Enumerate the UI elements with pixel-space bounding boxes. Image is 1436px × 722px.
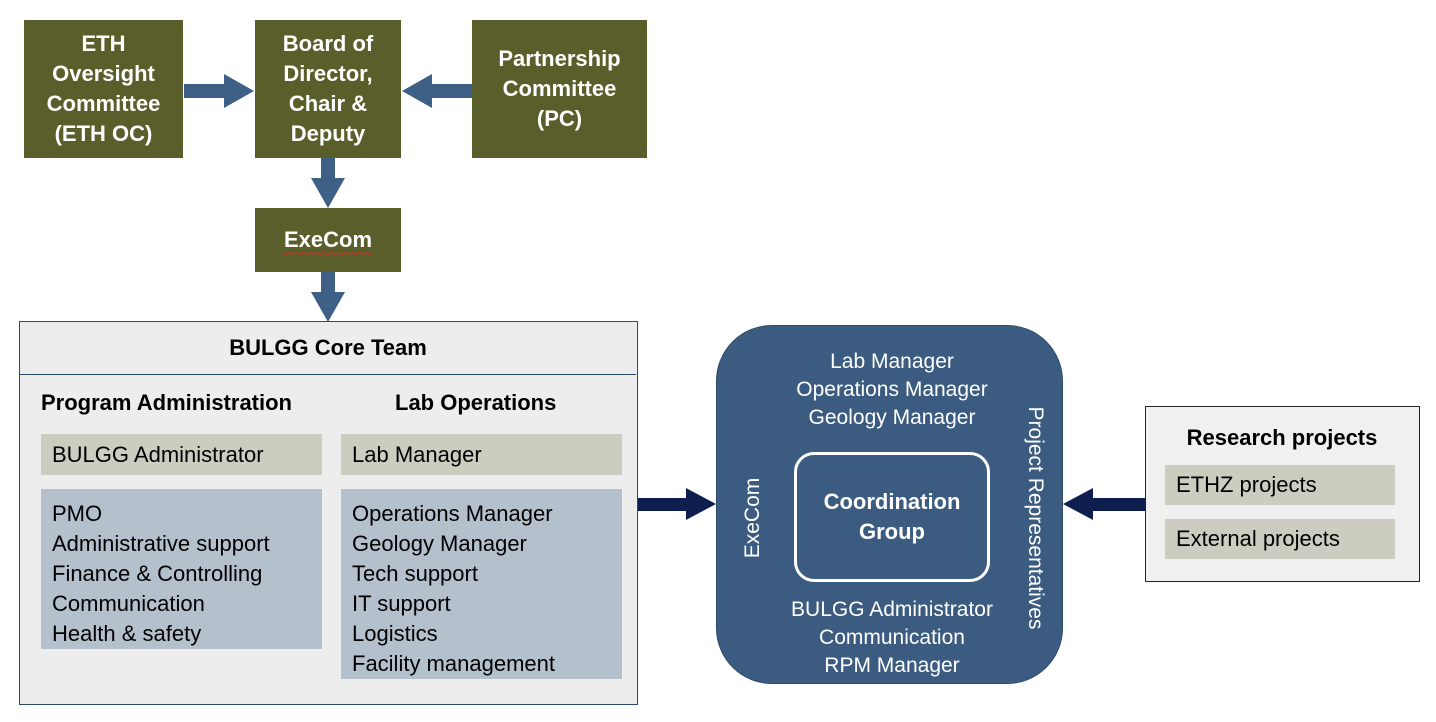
member-label: Lab Manager	[830, 350, 954, 373]
external-projects-box: External projects	[1165, 519, 1395, 559]
coordination-group-panel: Lab Manager Operations Manager Geology M…	[716, 325, 1063, 684]
list-item: Tech support	[352, 561, 478, 586]
core-team-panel: BULGG Core Team Program Administration L…	[19, 321, 638, 705]
execom-side-label: ExeCom	[741, 477, 764, 559]
arrow-execom-to-core	[311, 272, 345, 322]
eth-oversight-committee-box: ETH Oversight Committee (ETH OC)	[24, 20, 183, 158]
member-label: Geology Manager	[808, 406, 976, 429]
list-item: Finance & Controlling	[52, 561, 263, 586]
external-projects-label: External projects	[1176, 526, 1340, 551]
ethz-projects-label: ETHZ projects	[1176, 472, 1317, 497]
list-item: Operations Manager	[352, 501, 553, 526]
lab-operations-list: Operations Manager Geology Manager Tech …	[341, 489, 622, 679]
list-item: Geology Manager	[352, 531, 527, 556]
research-projects-title: Research projects	[1186, 425, 1378, 450]
list-item: PMO	[52, 501, 103, 526]
list-item: Communication	[52, 591, 205, 616]
lab-operations-heading: Lab Operations	[395, 390, 557, 415]
partnership-committee-box: Partnership Committee (PC)	[472, 20, 647, 158]
program-admin-list: PMO Administrative support Finance & Con…	[41, 489, 322, 649]
list-item: Logistics	[352, 621, 438, 646]
execom-label: ExeCom	[283, 227, 373, 252]
list-item: Administrative support	[52, 531, 270, 556]
arrow-pc-to-board	[402, 74, 472, 108]
execom-box: ExeCom	[255, 208, 401, 272]
list-item: IT support	[352, 591, 451, 616]
coordination-bottom-members: BULGG Administrator Communication RPM Ma…	[717, 596, 1067, 680]
bulgg-administrator-label: BULGG Administrator	[52, 441, 264, 467]
ethz-projects-box: ETHZ projects	[1165, 465, 1395, 505]
research-projects-panel: Research projects ETHZ projects External…	[1145, 406, 1420, 582]
core-team-title: BULGG Core Team	[20, 322, 636, 375]
member-label: RPM Manager	[824, 654, 960, 677]
member-label: Communication	[819, 626, 965, 649]
member-label: BULGG Administrator	[791, 598, 993, 621]
member-label: Operations Manager	[796, 378, 988, 401]
lab-manager-box: Lab Manager	[341, 434, 622, 475]
arrow-board-to-execom	[311, 158, 345, 208]
coordination-top-members: Lab Manager Operations Manager Geology M…	[717, 348, 1067, 432]
arrow-core-to-coordination	[638, 488, 716, 520]
board-of-director-box: Board of Director, Chair & Deputy	[255, 20, 401, 158]
list-item: Facility management	[352, 651, 555, 676]
lab-manager-label: Lab Manager	[352, 441, 482, 467]
list-item: Health & safety	[52, 621, 202, 646]
arrow-research-to-coordination	[1063, 488, 1146, 520]
arrow-ethoc-to-board	[184, 74, 254, 108]
coordination-group-box: Coordination Group	[794, 452, 990, 582]
program-administration-heading: Program Administration	[41, 390, 292, 415]
bulgg-administrator-box: BULGG Administrator	[41, 434, 322, 475]
